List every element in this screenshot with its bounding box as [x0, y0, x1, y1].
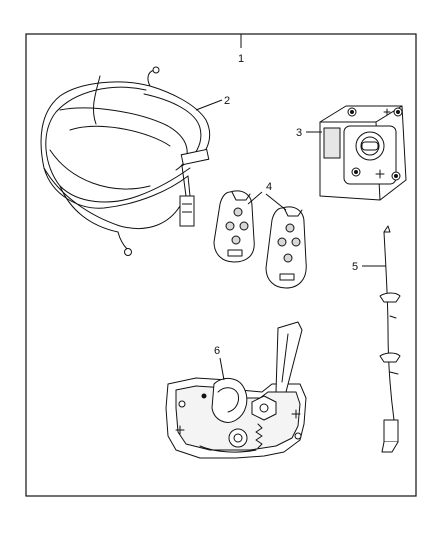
callout-4-leader-a [247, 191, 263, 205]
callout-6-leader [219, 357, 225, 381]
ignition-module [319, 105, 407, 201]
callout-4-label: 4 [266, 181, 272, 193]
callout-1-label: 1 [238, 53, 244, 65]
callout-2-leader [195, 99, 223, 111]
hood-latch [165, 321, 307, 459]
callout-4-leader-b [265, 193, 287, 211]
harness-ring-terminal-top [152, 66, 160, 74]
antenna-cable [379, 225, 401, 453]
key-fob-left [213, 190, 255, 263]
key-fob-right [265, 206, 307, 289]
harness-ring-terminal-bottom [124, 248, 132, 256]
callout-6-label: 6 [214, 345, 220, 357]
harness-connector-clip [180, 148, 210, 166]
kit-frame-border [25, 33, 417, 497]
callout-3-label: 3 [296, 127, 302, 139]
callout-5-label: 5 [352, 261, 358, 273]
callout-2-label: 2 [224, 95, 230, 107]
harness-connector-plug [179, 195, 195, 227]
